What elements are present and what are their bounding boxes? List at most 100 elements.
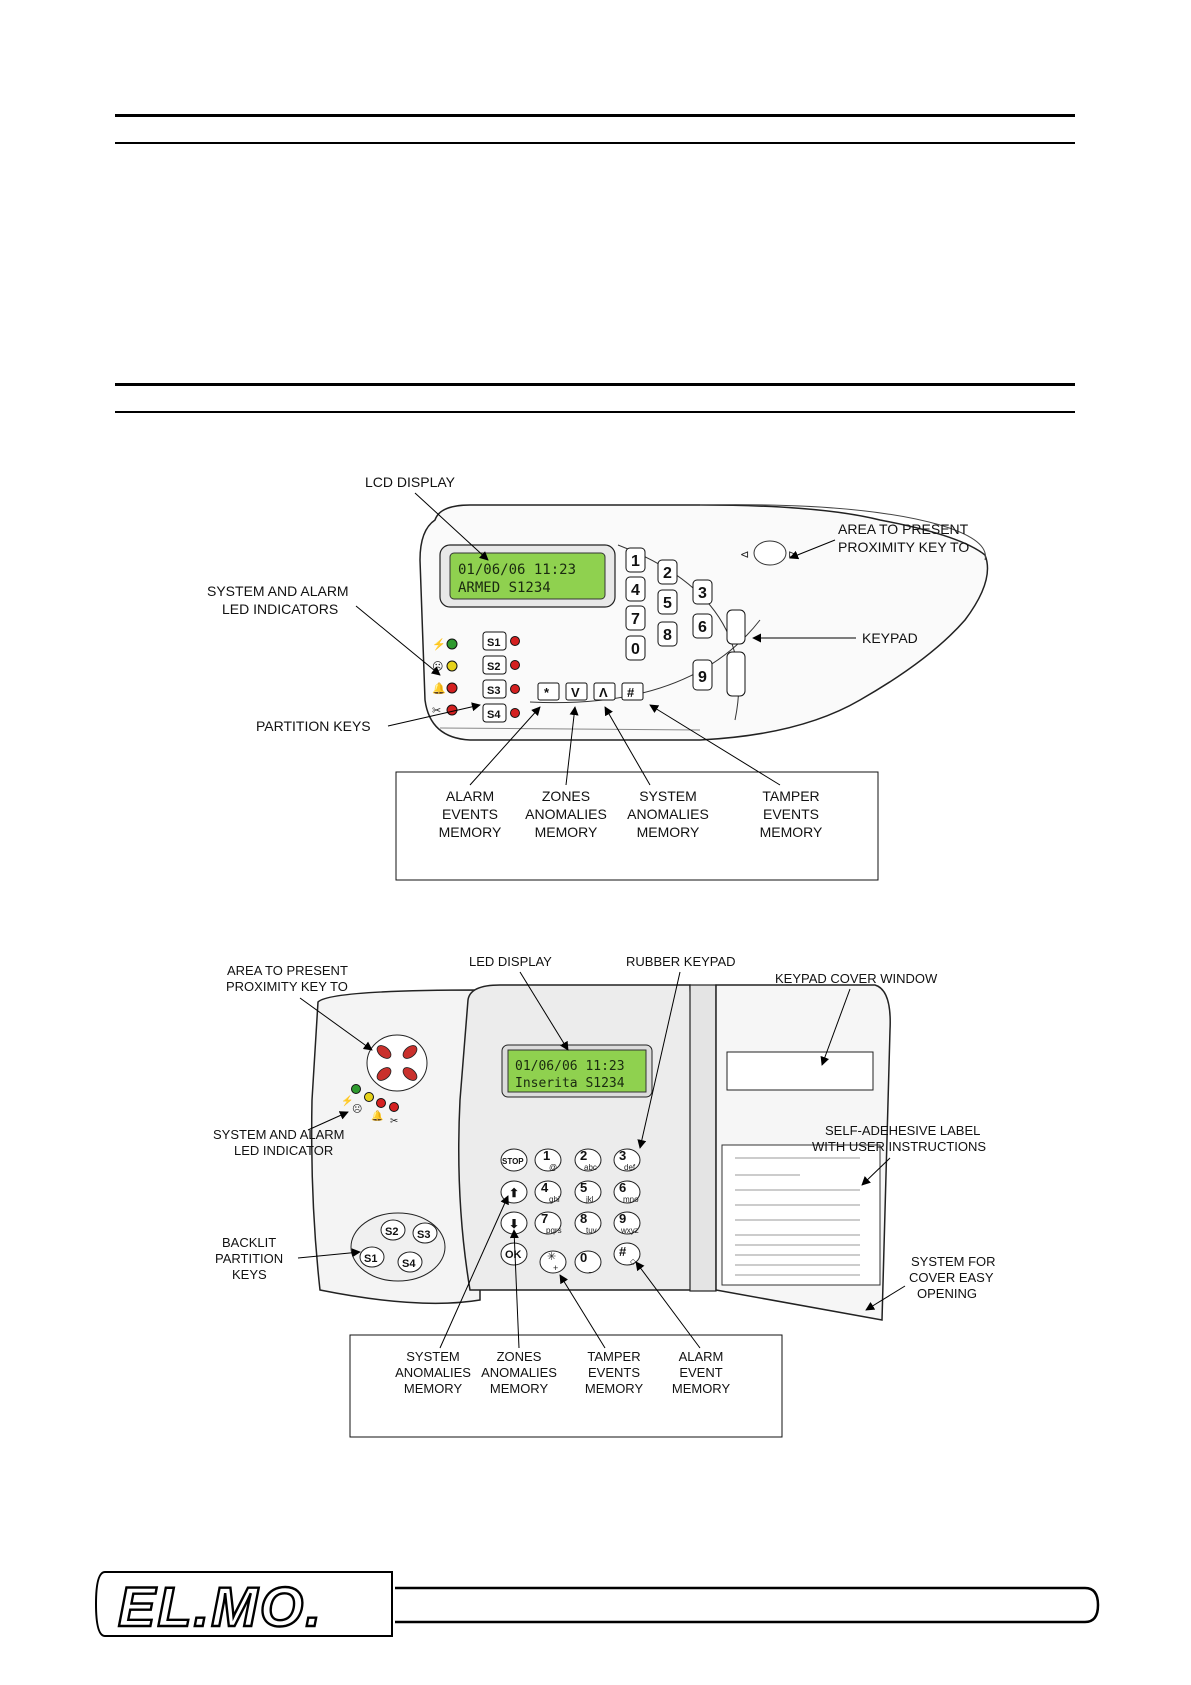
led-yellow xyxy=(446,660,458,672)
svg-text:STOP: STOP xyxy=(502,1157,524,1166)
svg-text:ANOMALIES: ANOMALIES xyxy=(395,1365,471,1380)
svg-text:2: 2 xyxy=(663,565,672,582)
led-display-screen xyxy=(507,1049,647,1093)
key-right-lower[interactable] xyxy=(726,651,746,697)
partition-key-s4[interactable] xyxy=(482,703,507,723)
svg-text:ZONES: ZONES xyxy=(497,1349,542,1364)
led-tamper xyxy=(446,704,458,716)
proximity-area-icon xyxy=(753,540,787,566)
function-keys: * V Λ # xyxy=(537,682,644,701)
label-backlit-3: KEYS xyxy=(232,1267,267,1282)
svg-text:8: 8 xyxy=(663,627,672,644)
svg-text:6: 6 xyxy=(619,1180,626,1195)
svg-text:EVENTS: EVENTS xyxy=(588,1365,640,1380)
fault-icon: ☹ xyxy=(432,661,443,673)
svg-text:S4: S4 xyxy=(402,1258,416,1270)
tamper-icon: ✂ xyxy=(432,705,441,717)
key-4[interactable] xyxy=(625,576,646,602)
key-6[interactable] xyxy=(692,613,713,639)
key-ok[interactable] xyxy=(500,1242,528,1266)
tamper-icon: ✂ xyxy=(390,1116,398,1127)
svg-text:ANOMALIES: ANOMALIES xyxy=(525,806,607,822)
key-1[interactable] xyxy=(625,547,646,573)
label-lcd-display: LCD DISPLAY xyxy=(365,474,456,490)
key-hash[interactable] xyxy=(621,682,644,701)
svg-text:1: 1 xyxy=(543,1148,550,1163)
key-7[interactable] xyxy=(625,605,646,631)
label-led-2: LED INDICATORS xyxy=(222,601,338,617)
key-2[interactable] xyxy=(657,559,678,585)
footer-bar xyxy=(395,1586,1100,1624)
key-9[interactable] xyxy=(613,1211,641,1235)
svg-text:MEMORY: MEMORY xyxy=(490,1381,549,1396)
key-7[interactable] xyxy=(534,1211,562,1235)
label-prox-2: PROXIMITY KEY TO xyxy=(838,539,969,555)
svg-text:⊳: ⊳ xyxy=(788,549,797,561)
svg-text:ZONES: ZONES xyxy=(542,788,590,804)
key-8[interactable] xyxy=(657,621,678,647)
label-cover-window: KEYPAD COVER WINDOW xyxy=(775,971,938,986)
key-star[interactable] xyxy=(539,1250,567,1274)
key-stop[interactable] xyxy=(500,1148,528,1172)
arrow-down-icon: ⬇ xyxy=(509,1217,519,1231)
svg-text:S2: S2 xyxy=(385,1226,398,1238)
label-led-2: LED INDICATOR xyxy=(234,1143,333,1158)
label-prox-1: AREA TO PRESENT xyxy=(838,521,969,537)
partition-key-s1[interactable] xyxy=(482,631,507,651)
led-alarm xyxy=(446,682,458,694)
logo-box xyxy=(94,1571,393,1637)
led-display-line-2: Inserita S1234 xyxy=(515,1076,625,1091)
svg-text:9: 9 xyxy=(619,1211,626,1226)
label-instructions-1: SELF-ADEHESIVE LABEL xyxy=(825,1123,980,1138)
led-green xyxy=(446,638,458,650)
svg-text:4: 4 xyxy=(631,582,640,599)
header-rule-bottom xyxy=(115,142,1075,144)
svg-text:jkl: jkl xyxy=(585,1195,594,1204)
label-keypad: KEYPAD xyxy=(862,630,918,646)
partition-key-s2[interactable] xyxy=(482,655,507,675)
key-hash[interactable] xyxy=(613,1242,641,1266)
svg-text:EVENT: EVENT xyxy=(679,1365,722,1380)
key-down[interactable] xyxy=(565,682,588,701)
backlit-partition-keys: S1 S2 S3 S4 xyxy=(359,1219,438,1273)
key-0[interactable] xyxy=(574,1250,602,1274)
cover-window xyxy=(726,1051,874,1091)
svg-text:ANOMALIES: ANOMALIES xyxy=(481,1365,557,1380)
lcd-line-2: ARMED S1234 xyxy=(458,580,551,596)
svg-text:MEMORY: MEMORY xyxy=(760,824,823,840)
key-1[interactable] xyxy=(534,1148,562,1172)
key-star[interactable] xyxy=(537,682,560,701)
svg-text:V: V xyxy=(571,685,580,700)
key-6[interactable] xyxy=(613,1180,641,1204)
key-right-upper[interactable] xyxy=(726,609,746,645)
partition-keys: S1 S2 S3 S4 xyxy=(482,631,520,723)
partition-key-s2[interactable] xyxy=(380,1219,406,1241)
label-prox-1: AREA TO PRESENT xyxy=(227,963,348,978)
svg-text:MEMORY: MEMORY xyxy=(439,824,502,840)
instruction-label xyxy=(721,1144,881,1286)
key-up[interactable] xyxy=(593,682,616,701)
svg-text:+: + xyxy=(553,1263,558,1273)
bell-icon: 🔔 xyxy=(371,1110,383,1122)
key-4[interactable] xyxy=(534,1180,562,1204)
led-s3 xyxy=(510,684,520,694)
power-icon: ⚡ xyxy=(432,638,446,651)
footer: EL.MO. xyxy=(94,1571,1100,1639)
partition-key-s3[interactable] xyxy=(412,1222,438,1244)
key-3[interactable] xyxy=(613,1148,641,1172)
key-5[interactable] xyxy=(657,589,678,615)
svg-text:*: * xyxy=(544,685,550,700)
svg-text:#: # xyxy=(627,685,635,700)
key-5[interactable] xyxy=(574,1180,602,1204)
partition-key-s4[interactable] xyxy=(397,1251,423,1273)
key-8[interactable] xyxy=(574,1211,602,1235)
key-3[interactable] xyxy=(692,579,713,605)
svg-text:0: 0 xyxy=(631,641,640,658)
svg-text:ghi: ghi xyxy=(549,1195,560,1204)
partition-key-s3[interactable] xyxy=(482,679,507,699)
key-9[interactable] xyxy=(692,659,713,691)
label-cover-2: COVER EASY xyxy=(909,1270,994,1285)
key-0[interactable] xyxy=(625,635,646,661)
key-2[interactable] xyxy=(574,1148,602,1172)
svg-text:7: 7 xyxy=(541,1211,548,1226)
